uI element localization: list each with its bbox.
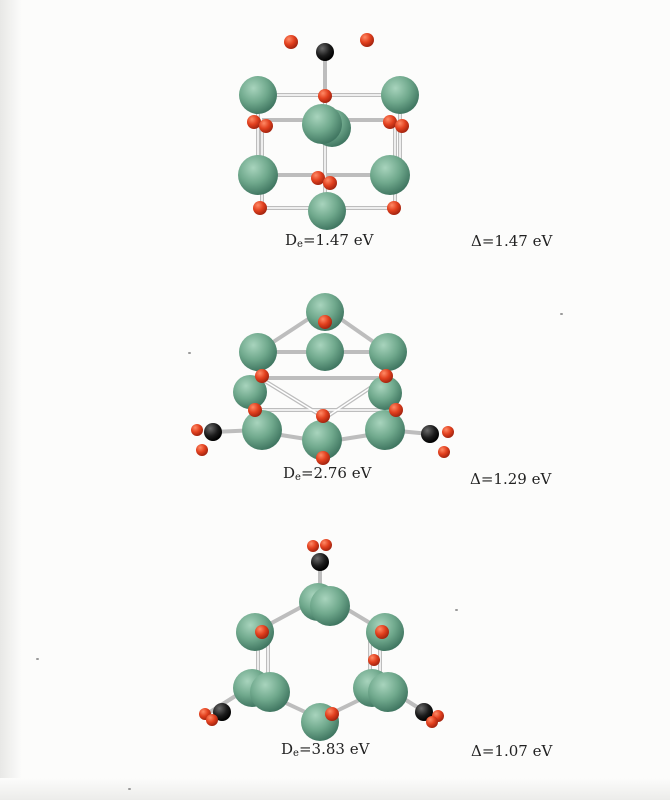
oxygen-atom-icon	[284, 35, 298, 49]
oxygen-atom-icon	[387, 201, 401, 215]
metal-atom-icon	[242, 410, 282, 450]
metal-atom-icon	[369, 333, 407, 371]
binding-energy-label-1: De=1.47 eV	[285, 231, 373, 250]
carbon-atom-icon	[213, 703, 231, 721]
oxygen-atom-icon	[442, 426, 454, 438]
carbon-atom-icon	[204, 423, 222, 441]
de-subscript: e	[297, 239, 303, 250]
oxygen-atom-icon	[323, 176, 337, 190]
oxygen-atom-icon	[316, 451, 330, 465]
scan-speck	[128, 788, 131, 790]
metal-atom-icon	[238, 155, 278, 195]
oxygen-atom-icon	[379, 369, 393, 383]
oxygen-atom-icon	[196, 444, 208, 456]
oxygen-atom-icon	[426, 716, 438, 728]
oxygen-atom-icon	[368, 654, 380, 666]
binding-energy-label-2: De=2.76 eV	[283, 464, 371, 483]
metal-atom-icon	[233, 375, 267, 409]
metal-atom-icon	[310, 586, 350, 626]
metal-atom-icon	[381, 76, 419, 114]
metal-atom-icon	[370, 155, 410, 195]
oxygen-atom-icon	[247, 115, 261, 129]
de-value: =1.47 eV	[302, 231, 374, 249]
oxygen-atom-icon	[307, 540, 319, 552]
scan-speck	[455, 609, 458, 611]
metal-atom-icon	[306, 293, 344, 331]
oxygen-atom-icon	[395, 119, 409, 133]
scan-speck	[36, 658, 39, 660]
oxygen-atom-icon	[320, 539, 332, 551]
de-subscript: e	[295, 472, 301, 483]
oxygen-atom-icon	[248, 403, 262, 417]
de-symbol: D	[283, 464, 296, 482]
oxygen-atom-icon	[259, 119, 273, 133]
de-value: =3.83 eV	[298, 740, 370, 758]
metal-atom-icon	[365, 410, 405, 450]
delta-label-2: Δ=1.29 eV	[470, 470, 552, 488]
metal-atom-icon	[302, 420, 342, 460]
oxygen-atom-icon	[383, 115, 397, 129]
metal-atom-icon	[368, 376, 402, 410]
structure-3-atoms	[199, 539, 444, 741]
de-symbol: D	[285, 231, 298, 249]
de-subscript: e	[293, 748, 299, 759]
oxygen-atom-icon	[318, 89, 332, 103]
de-value: =2.76 eV	[300, 464, 372, 482]
carbon-atom-icon	[415, 703, 433, 721]
structure-1-atoms	[238, 33, 419, 230]
de-symbol: D	[281, 740, 294, 758]
metal-atom-icon	[302, 104, 342, 144]
oxygen-atom-icon	[191, 424, 203, 436]
metal-atom-icon	[368, 672, 408, 712]
page-shadow-bottom	[0, 778, 670, 800]
scan-speck	[188, 352, 191, 354]
metal-atom-icon	[239, 333, 277, 371]
oxygen-atom-icon	[255, 625, 269, 639]
carbon-atom-icon	[316, 43, 334, 61]
delta-label-1: Δ=1.47 eV	[471, 232, 553, 250]
oxygen-atom-icon	[325, 707, 339, 721]
oxygen-atom-icon	[206, 714, 218, 726]
delta-label-3: Δ=1.07 eV	[471, 742, 553, 760]
metal-atom-icon	[306, 333, 344, 371]
metal-atom-icon	[308, 192, 346, 230]
metal-atom-icon	[239, 76, 277, 114]
oxygen-atom-icon	[311, 171, 325, 185]
oxygen-atom-icon	[255, 369, 269, 383]
oxygen-atom-icon	[316, 409, 330, 423]
oxygen-atom-icon	[389, 403, 403, 417]
binding-energy-label-3: De=3.83 eV	[281, 740, 369, 759]
metal-atom-icon	[250, 672, 290, 712]
oxygen-atom-icon	[253, 201, 267, 215]
carbon-atom-icon	[421, 425, 439, 443]
page-shadow-edge	[0, 0, 22, 800]
oxygen-atom-icon	[318, 315, 332, 329]
carbon-atom-icon	[311, 553, 329, 571]
oxygen-atom-icon	[438, 446, 450, 458]
scan-speck	[560, 313, 563, 315]
oxygen-atom-icon	[360, 33, 374, 47]
oxygen-atom-icon	[375, 625, 389, 639]
structure-2-atoms	[191, 293, 454, 465]
